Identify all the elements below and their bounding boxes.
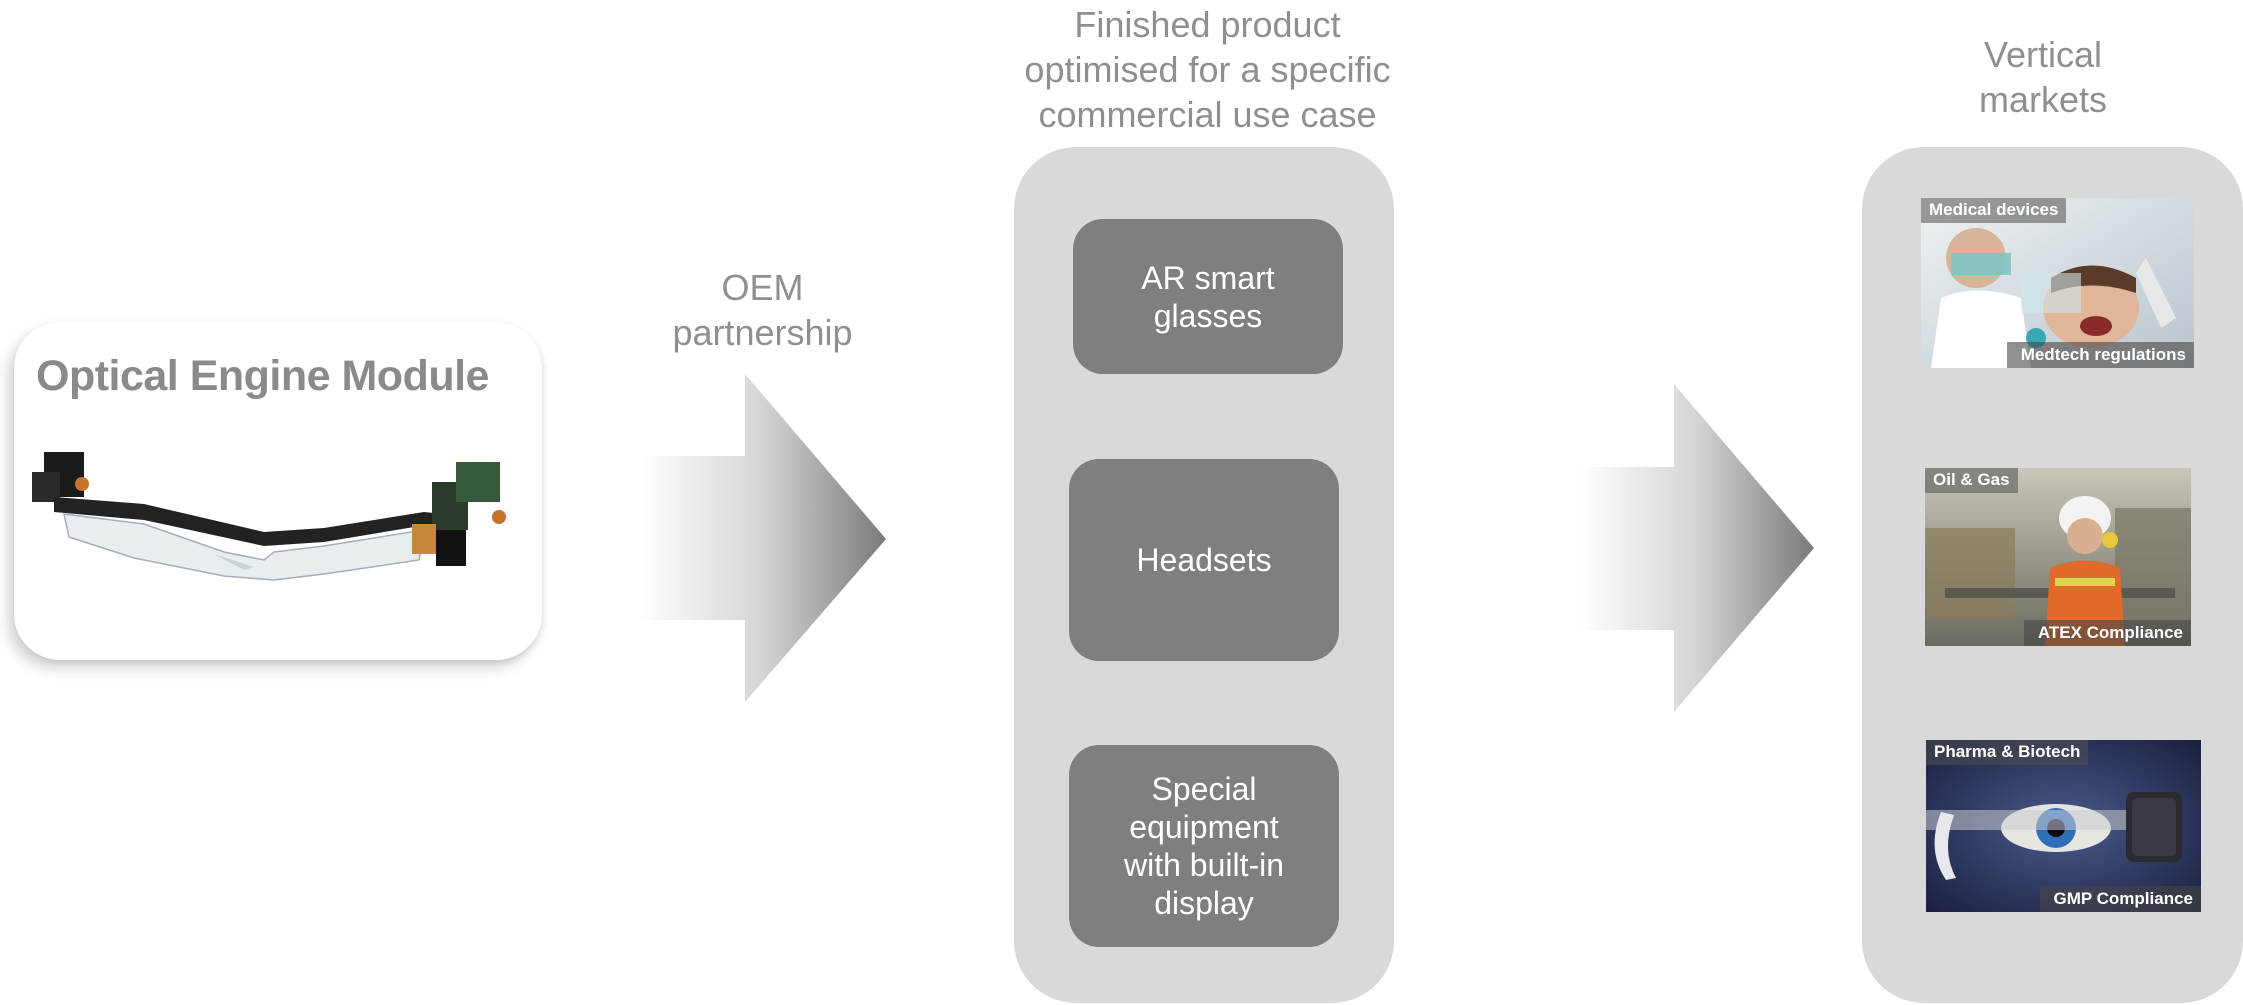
tile-bottom-label: GMP Compliance (2039, 886, 2201, 912)
product-box-special-equipment: Special equipment with built-in display (1069, 745, 1339, 947)
tile-bottom-label: Medtech regulations (2006, 342, 2194, 368)
optical-engine-module-card (14, 322, 542, 660)
market-tile-oil-gas: Oil & Gas ATEX Compliance (1925, 468, 2191, 646)
tile-top-label: Oil & Gas (1925, 468, 2018, 493)
finished-product-heading: Finished product optimised for a specifi… (1024, 4, 1391, 135)
product-box-label: Special equipment with built-in display (1123, 771, 1285, 921)
tile-top-label: Medical devices (1921, 198, 2067, 223)
dentist-with-ar-glasses-image (1921, 198, 2194, 368)
market-tile-pharma-biotech: Pharma & Biotech GMP Compliance (1926, 740, 2201, 912)
vertical-markets-heading: Vertical markets (1978, 34, 2108, 120)
tile-bottom-label: ATEX Compliance (2023, 620, 2191, 646)
tile-top-label: Pharma & Biotech (1926, 740, 2089, 765)
industrial-worker-image (1925, 468, 2191, 646)
market-tile-medical-devices: Medical devices Medtech regulations (1921, 198, 2194, 368)
product-box-headsets: Headsets (1069, 459, 1339, 661)
arrow-right-icon (640, 374, 886, 702)
product-box-ar-smart-glasses: AR smart glasses (1073, 219, 1343, 374)
oem-partnership-label: OEM partnership (672, 267, 853, 353)
ar-glasses-module-image (32, 452, 506, 581)
module-title: Optical Engine Module (36, 352, 489, 400)
eye-behind-smart-glasses-image (1926, 740, 2201, 912)
arrow-right-icon (1580, 384, 1814, 712)
product-box-label: AR smart glasses (1141, 259, 1275, 334)
product-box-label: Headsets (1136, 542, 1272, 578)
